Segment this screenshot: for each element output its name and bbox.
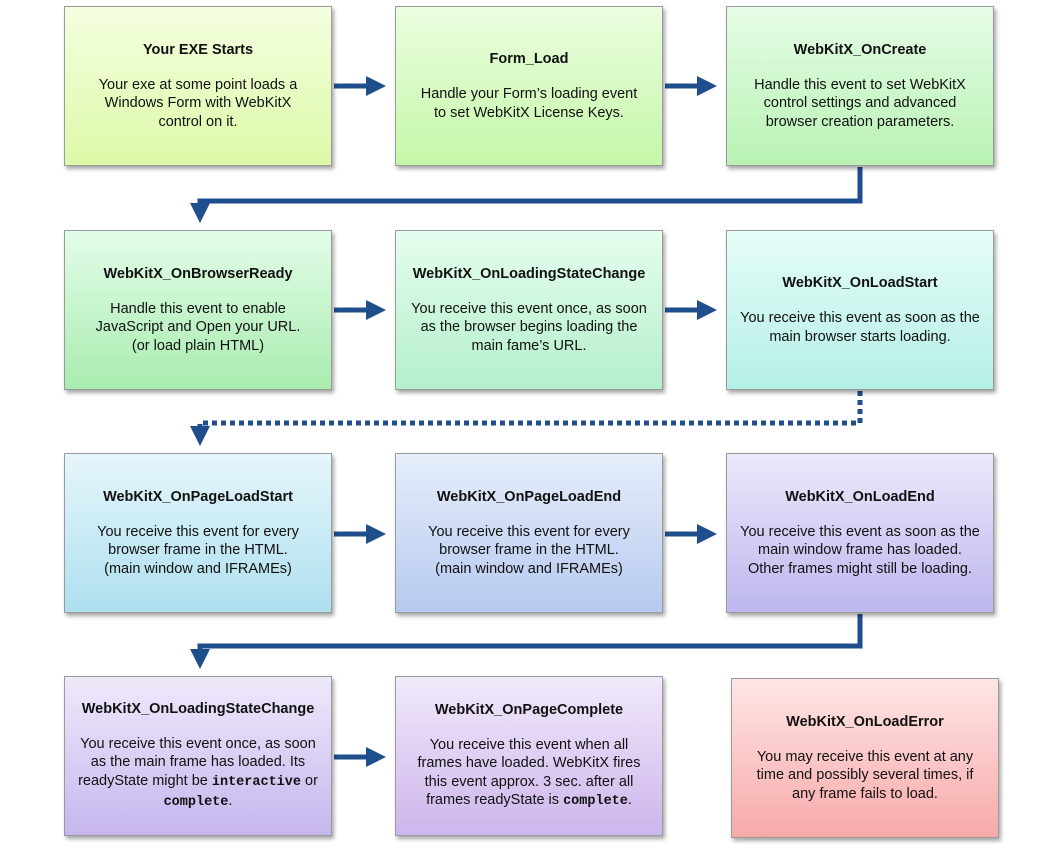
box-body: You receive this event when all frames h… [418,736,641,812]
box-body: Handle this event to set WebKitX control… [754,76,966,132]
box-onloadstart: WebKitX_OnLoadStart You receive this eve… [726,230,994,390]
box-body: You receive this event as soon as the ma… [740,309,980,346]
body-line: to set WebKitX License Keys. [434,104,624,121]
box-body: Your exe at some point loads a Windows F… [99,76,298,132]
body-line: readyState might be interactive or [78,772,318,793]
box-onbrowserready: WebKitX_OnBrowserReady Handle this event… [64,230,332,390]
body-line: You receive this event once, as soon [80,735,316,752]
body-text: frames readyState is [426,792,564,808]
body-line: You receive this event as soon as the [740,310,980,326]
box-title: Your EXE Starts [142,41,254,58]
body-line: You receive this event for every [97,523,299,540]
box-oncreate: WebKitX_OnCreate Handle this event to se… [726,6,994,166]
box-onpageloadstart: WebKitX_OnPageLoadStart You receive this… [64,453,332,613]
body-line: You receive this event for every [428,523,630,540]
box-onloadingstatechange-2: WebKitX_OnLoadingStateChange You receive… [64,676,332,836]
box-title: WebKitX_OnBrowserReady [103,265,293,282]
code-text: interactive [211,774,301,790]
body-line: main browser starts loading. [769,328,951,345]
box-title: Form_Load [489,51,569,67]
body-line: frames have loaded. WebKitX fires [417,755,641,771]
code-text: complete [563,794,628,809]
body-line: Windows Form with WebKitX [104,95,292,112]
body-line: control on it. [158,113,238,130]
box-title: WebKitX_OnLoadingStateChange [81,700,315,717]
body-line: Handle this event to enable [110,300,286,317]
box-body: Handle your Form’s loading event to set … [421,85,638,122]
body-line: frames readyState is complete. [418,791,641,812]
box-form-load: Form_Load Handle your Form’s loading eve… [395,6,663,166]
body-line: Handle this event to set WebKitX [754,76,966,93]
box-onpagecomplete: WebKitX_OnPageComplete You receive this … [395,676,663,836]
body-line: browser creation parameters. [765,113,955,130]
body-line: Handle your Form’s loading event [420,86,638,102]
arrow-oncreate-to-browserready [190,167,863,223]
body-text: . [627,792,632,808]
body-line: (main window and IFRAMEs) [104,560,292,577]
body-text: . [228,793,233,809]
body-line: You receive this event as soon as the [740,523,980,540]
box-title: WebKitX_OnLoadEnd [785,488,935,505]
box-title: WebKitX_OnPageComplete [434,701,624,718]
body-line: Your exe at some point loads a [98,76,298,93]
body-line: browser frame in the HTML. [439,542,619,559]
body-line: any frame fails to load. [792,785,938,802]
body-line: this event approx. 3 sec. after all [424,773,634,790]
body-line: complete. [78,792,318,813]
box-title: WebKitX_OnPageLoadStart [103,488,293,505]
body-text: readyState might be [78,772,212,789]
body-line: time and possibly several times, if [756,767,974,784]
body-line: You receive this event once, as soon [411,300,647,317]
body-line: main window frame has loaded. [758,542,962,559]
body-line: You receive this event when all [429,736,629,753]
body-line: as the browser begins loading the [420,319,638,336]
arrow-loadend-to-loadingstate2 [190,614,863,669]
box-onloadingstatechange-1: WebKitX_OnLoadingStateChange You receive… [395,230,663,390]
code-text: complete [163,795,229,810]
arrow-loadstart-to-pageloadstart [190,391,863,446]
body-line: browser frame in the HTML. [108,542,288,559]
box-title: WebKitX_OnPageLoadEnd [436,488,622,505]
box-onloaderror: WebKitX_OnLoadError You may receive this… [731,678,999,838]
body-line: Other frames might still be loading. [747,560,973,577]
box-body: You receive this event as soon as the ma… [740,523,980,579]
body-text: or [301,772,318,789]
body-line: main fame’s URL. [471,337,587,354]
body-line: (main window and IFRAMEs) [435,560,623,577]
box-body: You receive this event for every browser… [97,523,299,579]
box-body: Handle this event to enable JavaScript a… [96,300,301,356]
box-title: WebKitX_OnCreate [793,41,927,58]
body-line: control settings and advanced [763,95,957,112]
box-onpageloadend: WebKitX_OnPageLoadEnd You receive this e… [395,453,663,613]
box-onloadend: WebKitX_OnLoadEnd You receive this event… [726,453,994,613]
body-line: You may receive this event at any [756,748,974,765]
box-body: You receive this event for every browser… [428,523,630,579]
body-line: JavaScript and Open your URL. [95,319,301,336]
box-exe-starts: Your EXE Starts Your exe at some point l… [64,6,332,166]
box-body: You receive this event once, as soon as … [78,735,318,813]
box-title: WebKitX_OnLoadError [786,713,944,730]
body-line: (or load plain HTML) [131,337,265,354]
box-body: You may receive this event at any time a… [757,748,974,804]
box-title: WebKitX_OnLoadStart [782,275,938,291]
body-line: as the main frame has loaded. Its [90,754,306,770]
box-title: WebKitX_OnLoadingStateChange [412,265,646,282]
box-body: You receive this event once, as soon as … [411,300,647,356]
